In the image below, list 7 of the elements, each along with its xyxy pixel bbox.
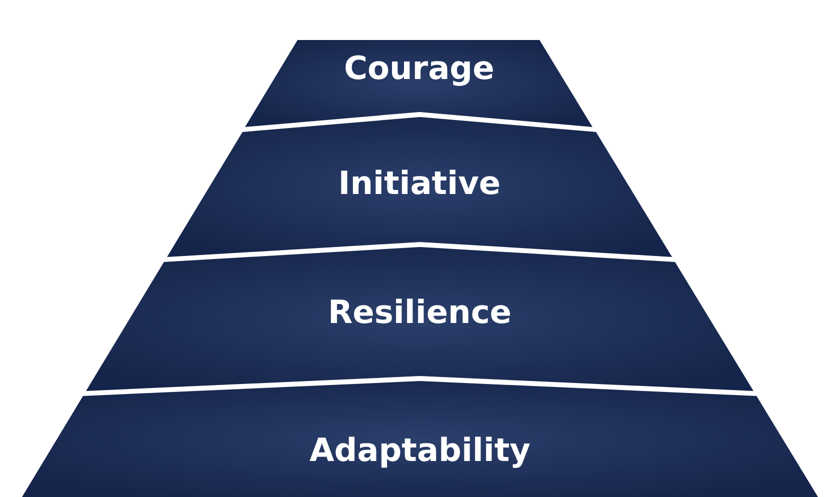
tier-label: Initiative [338, 164, 501, 202]
tier-label: Courage [344, 49, 494, 87]
tier-label: Adaptability [309, 431, 531, 469]
tier-label: Resilience [328, 293, 512, 331]
pyramid-tier [86, 247, 754, 391]
pyramid-tier [22, 381, 818, 497]
pyramid-tier [245, 40, 593, 127]
